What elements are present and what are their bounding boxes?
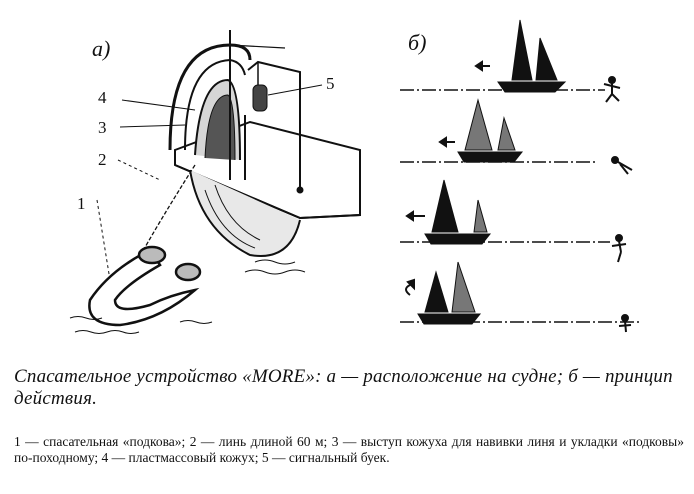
signal-buoy	[244, 60, 304, 194]
water	[69, 259, 306, 334]
callout-5: 5	[326, 74, 335, 93]
callout-4: 4	[98, 88, 107, 107]
callout-lines	[96, 84, 323, 281]
direction-arrows	[405, 60, 490, 296]
figure-legend: 1 — спасательная «подкова»; 2 — линь дли…	[14, 434, 684, 465]
casing	[168, 30, 286, 180]
panel-a-label: а)	[92, 36, 111, 61]
callout-3: 3	[98, 118, 107, 137]
sailboat	[457, 98, 524, 163]
sailboat	[497, 19, 567, 93]
figure-caption: Спасательное устройство «MORE»: а — расп…	[14, 366, 673, 409]
callout-1: 1	[77, 194, 86, 213]
sailboat	[417, 261, 482, 325]
panel-b-label: б)	[408, 30, 427, 55]
callout-2: 2	[98, 150, 107, 169]
figure: а) б) 4 3 2 1 5	[69, 19, 640, 334]
sailboat	[424, 179, 492, 245]
person-in-water	[603, 76, 633, 333]
illustration	[69, 19, 640, 334]
horseshoe-lifebuoy	[88, 245, 202, 327]
